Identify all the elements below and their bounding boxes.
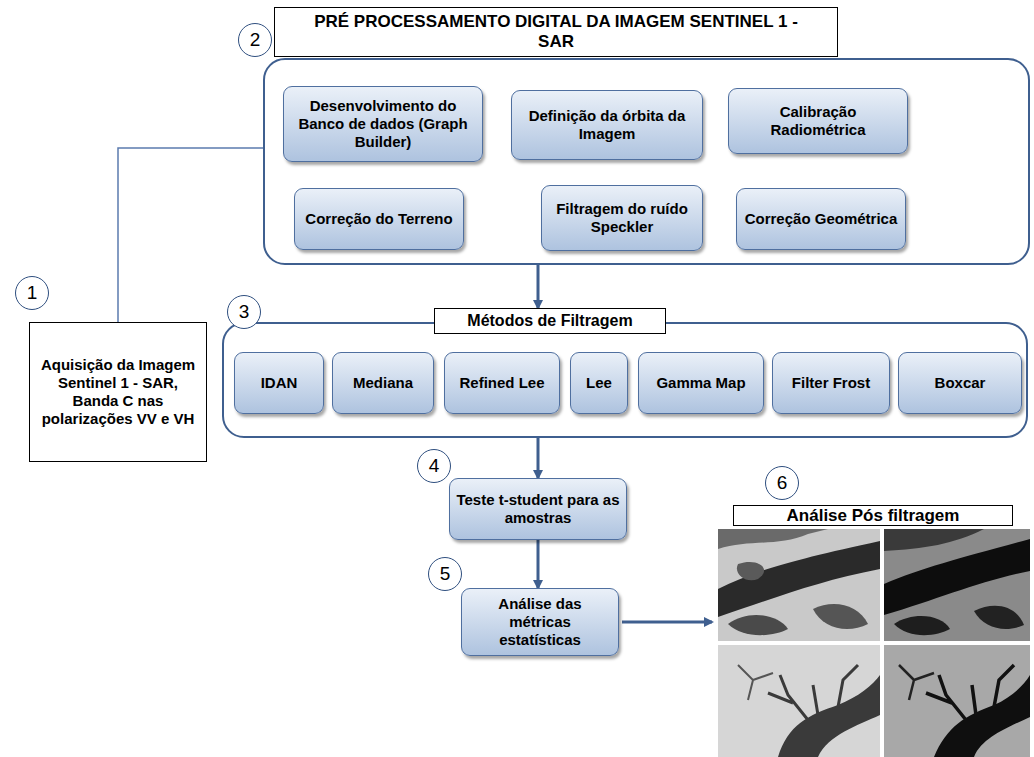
- box-text: Mediana: [353, 374, 413, 392]
- process-box: Filtragem do ruído Speckler: [541, 185, 703, 251]
- process-box: IDAN: [234, 352, 324, 414]
- callout-number: 4: [417, 449, 451, 483]
- box-text: Desenvolvimento do Banco de dados (Graph…: [290, 97, 476, 151]
- group-panel: PRÉ PROCESSAMENTO DIGITAL DA IMAGEM SENT…: [263, 58, 1030, 265]
- box-text: Calibração Radiométrica: [735, 103, 901, 139]
- section-heading: Análise Pós filtragem: [733, 505, 1013, 526]
- box-text: Boxcar: [935, 374, 986, 392]
- group-panel: Métodos de FiltragemIDANMedianaRefined L…: [222, 322, 1028, 438]
- flow-arrow: [537, 265, 540, 308]
- flow-arrow: [537, 540, 540, 588]
- process-box: Teste t-student para as amostras: [449, 478, 627, 540]
- process-box: Correção Geométrica: [736, 188, 906, 250]
- box-text: Filter Frost: [792, 374, 870, 392]
- process-box: Análise das métricas estatísticas: [461, 588, 619, 656]
- box-text: Correção Geométrica: [745, 210, 898, 228]
- process-box: Aquisição da Imagem Sentinel 1 - SAR, Ba…: [29, 322, 207, 462]
- callout-number: 2: [238, 23, 272, 57]
- sar-image-1: [718, 529, 880, 641]
- heading-box: Métodos de Filtragem: [434, 308, 666, 334]
- heading-box: PRÉ PROCESSAMENTO DIGITAL DA IMAGEM SENT…: [274, 7, 838, 57]
- process-box: Lee: [570, 352, 628, 414]
- process-box: Filter Frost: [772, 352, 890, 414]
- flow-arrow: [537, 438, 540, 478]
- box-text: Teste t-student para as amostras: [456, 491, 620, 527]
- callout-number: 6: [765, 466, 799, 500]
- process-box: Desenvolvimento do Banco de dados (Graph…: [283, 86, 483, 162]
- result-arrow: [622, 621, 712, 624]
- heading-text: Métodos de Filtragem: [467, 311, 632, 330]
- sar-image-3: [718, 645, 880, 757]
- box-text: IDAN: [261, 374, 298, 392]
- callout-number: 1: [15, 276, 49, 310]
- box-text: Aquisição da Imagem Sentinel 1 - SAR, Ba…: [36, 356, 200, 428]
- box-text: Refined Lee: [459, 374, 544, 392]
- sar-image-2: [884, 529, 1030, 641]
- box-text: Correção do Terreno: [305, 210, 452, 228]
- box-text: Definição da órbita da Imagem: [518, 107, 696, 143]
- process-box: Mediana: [332, 352, 434, 414]
- callout-number: 5: [428, 557, 462, 591]
- box-text: Gamma Map: [656, 374, 745, 392]
- box-text: Análise das métricas estatísticas: [468, 595, 612, 649]
- process-box: Boxcar: [898, 352, 1022, 414]
- process-box: Refined Lee: [444, 352, 560, 414]
- heading-text: PRÉ PROCESSAMENTO DIGITAL DA IMAGEM SENT…: [307, 12, 805, 53]
- callout-number: 3: [227, 295, 261, 329]
- box-text: Lee: [586, 374, 612, 392]
- process-box: Definição da órbita da Imagem: [511, 90, 703, 160]
- process-box: Calibração Radiométrica: [728, 88, 908, 154]
- sar-image-4: [884, 645, 1030, 757]
- box-text: Filtragem do ruído Speckler: [548, 200, 696, 236]
- process-box: Gamma Map: [638, 352, 764, 414]
- process-box: Correção do Terreno: [294, 188, 464, 250]
